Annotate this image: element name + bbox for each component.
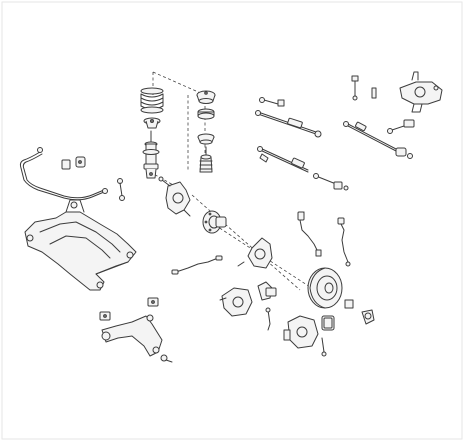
- brake-disc-icon: [307, 267, 343, 309]
- tie-rod-end-icon: [259, 97, 285, 107]
- tie-rod-end-lower-icon: [313, 173, 349, 191]
- steering-rack-bolt-icon: [351, 75, 359, 101]
- tie-rod-icon: [255, 110, 322, 138]
- steering-rack-icon: [399, 81, 443, 113]
- control-arm-icon: [101, 314, 163, 357]
- dust-shield-icon: [237, 237, 273, 269]
- stabilizer-bush-icon: [61, 156, 86, 170]
- spring-icon: [140, 87, 164, 114]
- ball-joint-icon: [147, 297, 159, 307]
- strut-bearing-icon: [197, 108, 215, 120]
- shock-absorber-icon: [142, 130, 160, 179]
- control-arm-link-icon: [160, 354, 173, 363]
- strut-mount-icon: [196, 90, 216, 104]
- brake-pad-icon: [321, 315, 335, 331]
- subframe-icon: [24, 199, 137, 291]
- steering-knuckle-icon: [158, 176, 191, 217]
- tie-rod-lower-icon: [257, 146, 309, 173]
- tie-rod-end-right-icon: [387, 119, 415, 134]
- wheel-hub-icon: [202, 210, 227, 234]
- brake-caliper-2-icon: [283, 315, 319, 349]
- brake-caliper-icon: [219, 287, 253, 317]
- dust-boot-icon: [199, 146, 213, 173]
- control-arm-bush-icon: [99, 311, 111, 321]
- abs-sensor-icon: [297, 211, 322, 257]
- stabilizer-bar-icon: [19, 147, 108, 201]
- brake-pin-icon: [265, 307, 327, 357]
- bump-stop-icon: [197, 133, 215, 145]
- spring-seat-icon: [143, 117, 161, 129]
- brake-pad-2-icon: [344, 299, 375, 325]
- abs-sensor-2-icon: [337, 217, 351, 267]
- stabilizer-link-icon: [117, 178, 125, 201]
- brake-caliper-bracket-icon: [257, 281, 277, 301]
- tie-rod-right-icon: [343, 121, 413, 159]
- steering-rack-mount-icon: [371, 71, 419, 99]
- brake-hose-icon: [171, 255, 223, 275]
